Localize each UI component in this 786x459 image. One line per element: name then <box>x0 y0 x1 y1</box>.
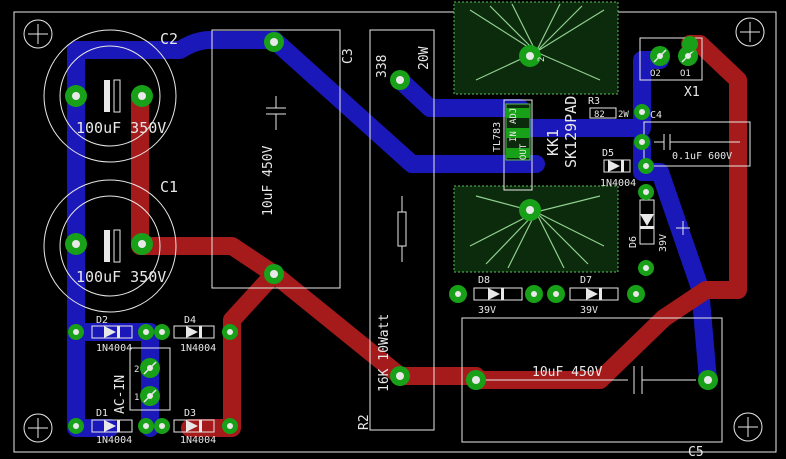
label-c3-value: 10uF 450V <box>261 145 276 216</box>
label-c2: C2 <box>160 30 178 48</box>
diode-d6: D6 39V <box>628 184 669 276</box>
label-d7: D7 <box>580 275 592 286</box>
label-x1-pin-o2: O2 <box>650 69 661 79</box>
label-tl783: TL783 <box>492 122 503 152</box>
capacitor-c3: C3 10uF 450V <box>211 29 356 289</box>
label-d2-value: 1N4004 <box>96 343 132 354</box>
label-kk1: KK1 <box>544 129 562 156</box>
diode-d5: D5 1N4004 <box>600 148 654 189</box>
label-pin-in: IN <box>509 131 519 142</box>
label-d6-value: 39V <box>658 234 669 252</box>
mounting-hole-bottom-left <box>23 413 53 443</box>
label-d4: D4 <box>184 315 196 326</box>
diode-d2: D2 1N4004 <box>68 315 154 354</box>
label-c4: C4 <box>650 110 662 121</box>
capacitor-c1: C1 100uF 350V <box>43 178 178 313</box>
capacitor-c2: C2 100uF 350V <box>43 29 178 163</box>
label-c1-value: 100uF 350V <box>76 268 166 286</box>
regulator-tl783: TL783 ADJ IN OUT <box>492 99 533 191</box>
label-x1: X1 <box>684 85 700 100</box>
heatsink-kk1: KK1 SK129PAD <box>519 45 580 221</box>
label-d3-value: 1N4004 <box>180 435 216 446</box>
label-x1-pin-o1: O1 <box>680 69 691 79</box>
mounting-hole-top-right <box>735 17 765 47</box>
label-ac-in-pin1: 1 <box>134 393 139 403</box>
resistor-r3: R3 82 2W <box>588 96 650 120</box>
label-d1: D1 <box>96 408 108 419</box>
heatsink-bottom <box>453 185 619 273</box>
label-d5: D5 <box>602 148 614 159</box>
mounting-hole-top-left <box>23 19 53 49</box>
label-pin-2-top: 2 <box>537 57 547 62</box>
label-r2: R2 <box>357 414 372 430</box>
trace-bottom-r-tl783 <box>391 71 529 117</box>
label-d4-value: 1N4004 <box>180 343 216 354</box>
trace-top-c1-loop <box>131 87 485 385</box>
label-pin-adj: ADJ <box>509 108 519 124</box>
connector-x1: O2 O1 X1 <box>639 37 703 100</box>
capacitor-c4: C4 0.1uF 600V <box>634 110 751 167</box>
label-d7-value: 39V <box>580 305 598 316</box>
diode-d8: D8 39V <box>449 275 543 316</box>
label-c5-value: 10uF 450V <box>532 365 603 380</box>
label-c1: C1 <box>160 178 178 196</box>
diode-d4: D4 1N4004 <box>154 315 238 354</box>
trace-bottom-c2-c3 <box>67 31 545 173</box>
label-d3: D3 <box>184 408 196 419</box>
diode-d1: D1 1N4004 <box>68 408 154 446</box>
label-sk129pad: SK129PAD <box>562 96 580 168</box>
label-20w: 20W <box>417 46 432 70</box>
mounting-hole-bottom-right <box>733 412 763 442</box>
label-d2: D2 <box>96 315 108 326</box>
label-r3: R3 <box>588 96 600 107</box>
crosshair-marker <box>676 221 690 235</box>
resistor-r2: 338 20W R2 16K 10Watt <box>357 29 435 431</box>
diode-d3: D3 1N4004 <box>154 408 238 446</box>
diode-d7: D7 39V <box>547 275 645 316</box>
label-d1-value: 1N4004 <box>96 435 132 446</box>
label-r3-value: 82 <box>594 110 605 120</box>
via-top-right <box>682 36 698 52</box>
label-d6: D6 <box>628 236 639 248</box>
label-d8: D8 <box>478 275 490 286</box>
connector-ac-in: AC-IN 2 1 <box>113 347 171 414</box>
label-r2-value: 16K 10Watt <box>377 314 392 392</box>
label-pin-out: OUT <box>519 143 529 160</box>
label-c4-value: 0.1uF 600V <box>672 151 732 162</box>
label-d8-value: 39V <box>478 305 496 316</box>
trace-top-acin <box>181 265 283 437</box>
label-c2-value: 100uF 350V <box>76 119 166 137</box>
label-d5-value: 1N4004 <box>600 178 636 189</box>
board-outline <box>13 11 777 453</box>
label-ac-in: AC-IN <box>113 375 128 414</box>
label-pin-2w: 2W <box>618 110 629 120</box>
trace-bottom-right <box>633 133 717 389</box>
label-338: 338 <box>375 55 390 78</box>
capacitor-c5: 10uF 450V C5 <box>461 317 723 459</box>
label-c3: C3 <box>341 48 356 64</box>
label-ac-in-pin2: 2 <box>134 365 139 375</box>
trace-top-c5 <box>467 35 747 389</box>
label-c5: C5 <box>688 445 704 459</box>
